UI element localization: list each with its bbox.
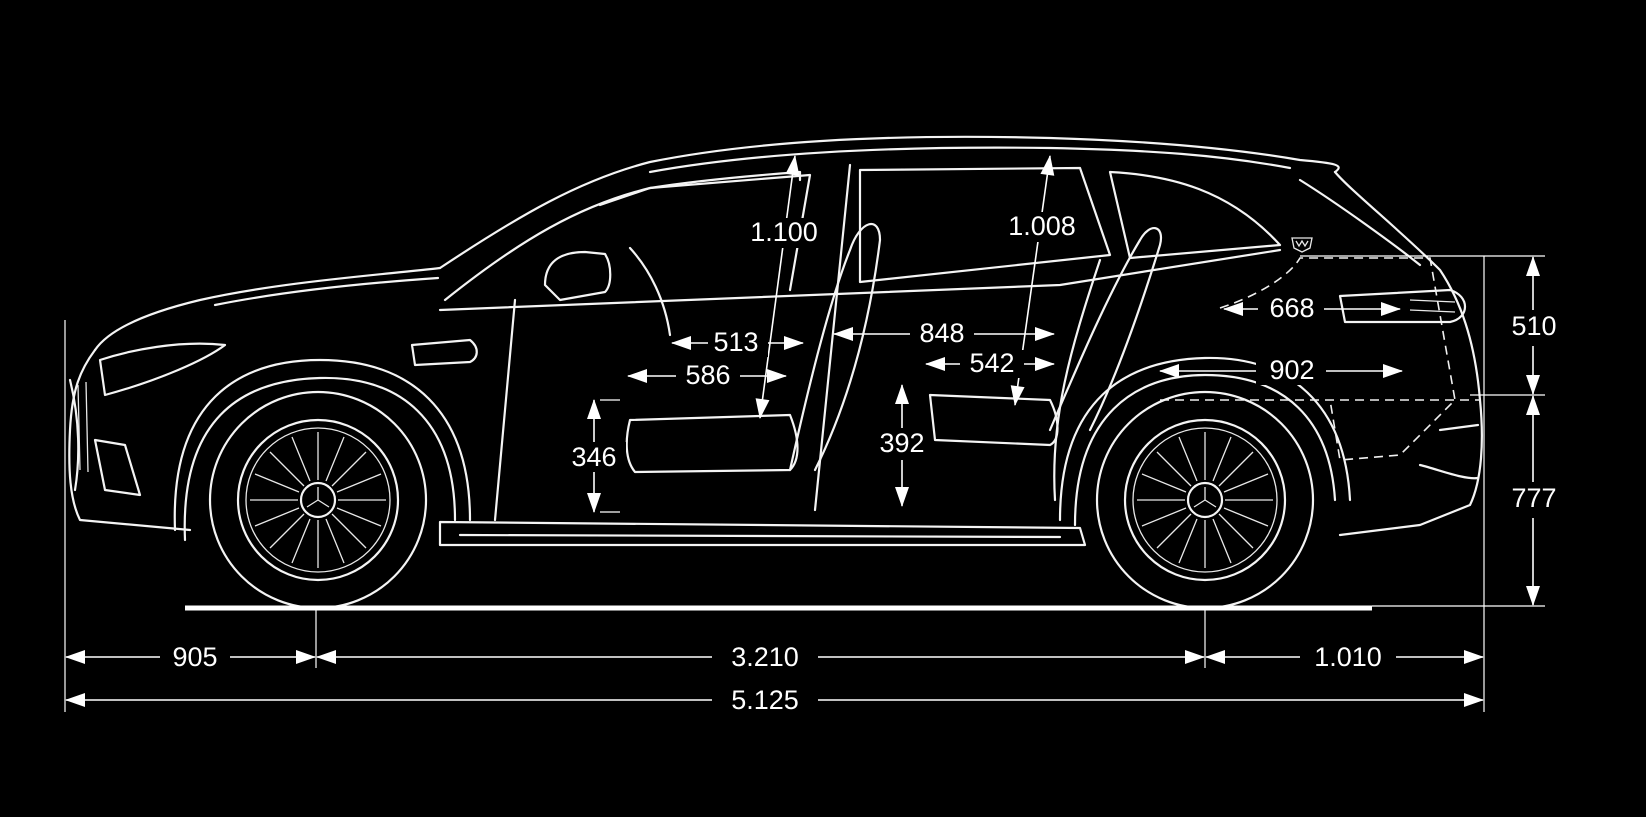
label-front-seat-depth-upper: 513 (713, 327, 758, 357)
label-trunk-length-upper: 668 (1269, 293, 1314, 323)
label-front-headroom: 1.100 (750, 217, 818, 247)
dimension-labels: 5.125 905 3.210 1.010 510 777 1.100 1.00… (160, 211, 1562, 715)
label-front-overhang: 905 (172, 642, 217, 672)
label-overall-length: 5.125 (731, 685, 799, 715)
mercedes-star-icon (306, 487, 330, 508)
label-rear-seat-height: 392 (879, 428, 924, 458)
label-rear-lower-height: 777 (1511, 483, 1556, 513)
label-rear-overhang: 1.010 (1314, 642, 1382, 672)
label-trunk-length-lower: 902 (1269, 355, 1314, 385)
maybach-logo-icon (1291, 237, 1313, 253)
car-body-outline (68, 135, 1483, 547)
label-rear-headroom: 1.008 (1008, 211, 1076, 241)
label-wheelbase: 3.210 (731, 642, 799, 672)
label-rear-legroom: 848 (919, 318, 964, 348)
label-rear-upper-height: 510 (1511, 311, 1556, 341)
label-rear-seat-depth: 542 (969, 348, 1014, 378)
label-front-seat-height: 346 (571, 442, 616, 472)
rear-wheel (1095, 390, 1315, 610)
label-front-seat-depth: 586 (685, 360, 730, 390)
